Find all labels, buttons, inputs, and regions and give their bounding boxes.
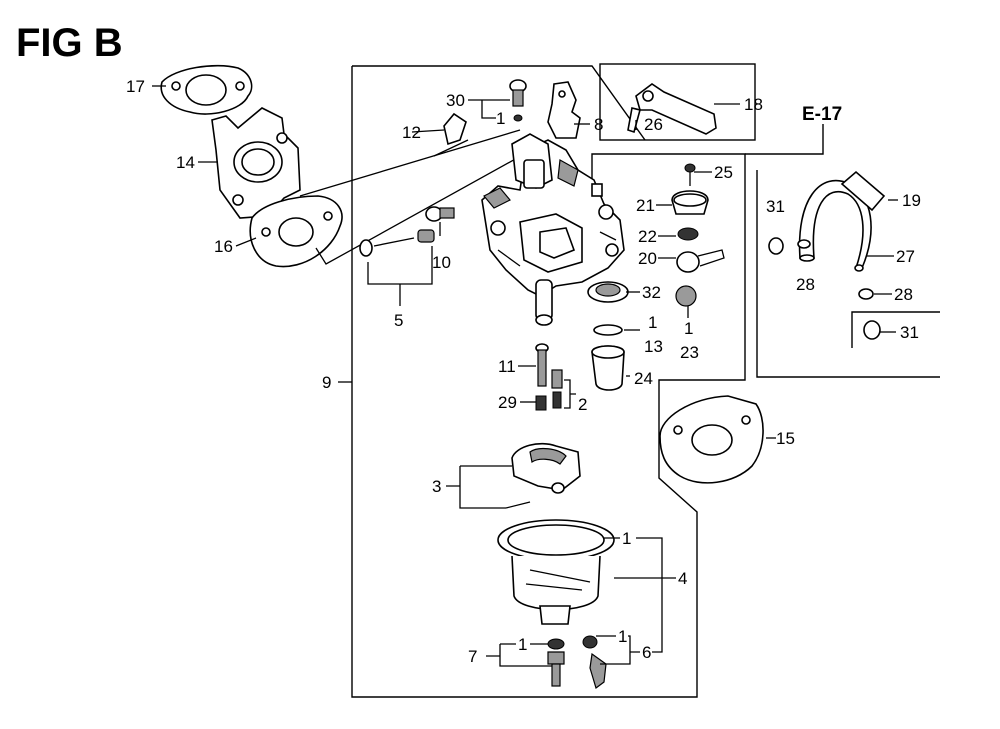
grommet-31b bbox=[863, 320, 881, 340]
screw-25 bbox=[684, 163, 696, 186]
clip-28b bbox=[858, 288, 874, 300]
callout-7: 7 bbox=[468, 647, 477, 666]
callout-2: 2 bbox=[578, 395, 587, 414]
float-bowl-4 bbox=[497, 519, 615, 625]
callout-12: 12 bbox=[402, 123, 421, 142]
insulator-15 bbox=[659, 395, 764, 484]
callout-23: 23 bbox=[680, 343, 699, 362]
fuel-line-bracket bbox=[756, 170, 940, 378]
jet-29 bbox=[535, 395, 547, 411]
ring-13 bbox=[593, 324, 623, 336]
clip-28a bbox=[797, 239, 811, 249]
insulator-14 bbox=[211, 107, 301, 219]
drain-screw-6 bbox=[582, 635, 607, 689]
reference-label: E-17 bbox=[802, 104, 842, 125]
callout-30: 30 bbox=[446, 91, 465, 110]
gasket-17 bbox=[160, 64, 253, 115]
callout-32: 32 bbox=[642, 283, 661, 302]
mount-line-upper bbox=[299, 129, 521, 197]
callout-6: 6 bbox=[642, 643, 651, 662]
callout-29: 29 bbox=[498, 393, 517, 412]
float-3 bbox=[511, 442, 581, 494]
callout-16: 16 bbox=[214, 237, 233, 256]
callout-25: 25 bbox=[714, 163, 733, 182]
callout-31-b: 31 bbox=[900, 323, 919, 342]
callout-10: 10 bbox=[432, 253, 451, 272]
float-24 bbox=[591, 345, 625, 391]
gasket-16 bbox=[249, 195, 343, 268]
callout-1-needle: 1 bbox=[684, 319, 693, 338]
callout-4: 4 bbox=[678, 569, 687, 588]
mount-line bbox=[315, 151, 529, 265]
callout-26: 26 bbox=[644, 115, 663, 134]
fuel-hose-27 bbox=[798, 179, 872, 272]
jet-32 bbox=[587, 281, 629, 303]
clip-bracket bbox=[851, 311, 940, 348]
choke-lever-18 bbox=[627, 83, 717, 135]
callout-1-screw: 1 bbox=[496, 109, 505, 128]
ref-line bbox=[745, 124, 824, 155]
callout-1-bolt: 1 bbox=[518, 635, 527, 654]
callout-1-drain: 1 bbox=[618, 627, 627, 646]
callout-22: 22 bbox=[638, 227, 657, 246]
callout-9: 9 bbox=[322, 373, 331, 392]
spring-20 bbox=[676, 249, 725, 273]
callout-5: 5 bbox=[394, 311, 403, 330]
callout-24: 24 bbox=[634, 369, 653, 388]
grommet-31a bbox=[768, 237, 784, 255]
callout-14: 14 bbox=[176, 153, 195, 172]
seal-22 bbox=[677, 227, 699, 241]
callout-15: 15 bbox=[776, 429, 795, 448]
carburetor-assembly-outline bbox=[351, 65, 746, 698]
main-jet-11 bbox=[535, 343, 549, 387]
screw-10 bbox=[425, 206, 455, 222]
bracket-12 bbox=[433, 112, 469, 157]
leader-lines bbox=[152, 85, 898, 667]
callout-28-a: 28 bbox=[796, 275, 815, 294]
callout-1-bowl: 1 bbox=[622, 529, 631, 548]
figure-title: FIG B bbox=[16, 21, 123, 65]
float-pin bbox=[505, 501, 531, 509]
plate-8 bbox=[547, 81, 581, 139]
carburetor-body bbox=[481, 133, 625, 326]
callout-17: 17 bbox=[126, 77, 145, 96]
callout-27: 27 bbox=[896, 247, 915, 266]
screw-30 bbox=[509, 79, 527, 122]
callout-8: 8 bbox=[594, 115, 603, 134]
callout-1-ring: 1 bbox=[648, 313, 657, 332]
callout-3: 3 bbox=[432, 477, 441, 496]
callout-13: 13 bbox=[644, 337, 663, 356]
callout-labels: E-17 17 14 16 30 1 12 8 18 26 10 5 25 21… bbox=[126, 77, 921, 666]
callout-18: 18 bbox=[744, 95, 763, 114]
callout-11: 11 bbox=[498, 357, 516, 376]
idle-screw-5 bbox=[359, 229, 435, 257]
cap-21 bbox=[671, 190, 709, 215]
callout-28-b: 28 bbox=[894, 285, 913, 304]
bolt-7 bbox=[547, 638, 565, 687]
callout-19: 19 bbox=[902, 191, 921, 210]
callout-21: 21 bbox=[636, 196, 655, 215]
clamp-19 bbox=[840, 170, 886, 212]
needle-23 bbox=[675, 285, 697, 307]
choke-lever-box bbox=[599, 63, 756, 141]
nozzle-2 bbox=[551, 369, 563, 409]
callout-20: 20 bbox=[638, 249, 657, 268]
callout-31-a: 31 bbox=[766, 197, 785, 216]
